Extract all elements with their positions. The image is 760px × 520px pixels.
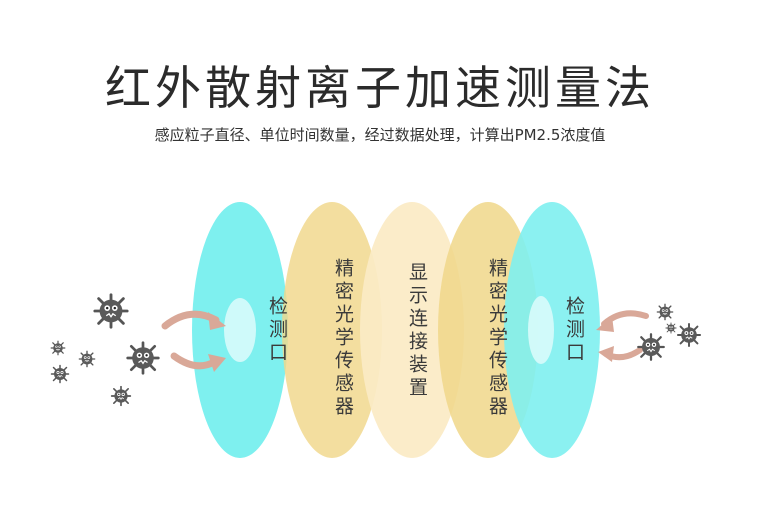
- arrow-left-icon: [598, 346, 614, 362]
- dust-particle-icon: [637, 333, 665, 361]
- detection-port-left-hole: [224, 298, 256, 362]
- optical-sensor-left: [282, 202, 382, 458]
- page-subtitle: 感应粒子直径、单位时间数量，经过数据处理，计算出PM2.5浓度值: [154, 126, 606, 144]
- dust-particle-icon: [78, 350, 96, 368]
- dust-particle-icon: [665, 322, 677, 334]
- dust-particle-icon: [50, 340, 66, 356]
- layer-label-detection-port-right: 检测口: [563, 296, 585, 365]
- dust-particle-icon: [656, 303, 674, 321]
- layer-label-detection-port-left: 检测口: [266, 296, 288, 365]
- layer-label-optical-sensor-left: 精密光学传感器: [332, 258, 354, 419]
- dust-particle-icon: [676, 322, 702, 348]
- arrow-right-icon: [208, 354, 226, 372]
- dust-particle-icon: [110, 385, 132, 407]
- dust-particle-icon: [126, 341, 160, 375]
- arrow-right-icon: [170, 352, 218, 370]
- detection-port-right-hole: [528, 296, 554, 364]
- layer-label-optical-sensor-right: 精密光学传感器: [486, 258, 508, 419]
- arrow-left-icon: [596, 316, 614, 332]
- arrow-right-icon: [208, 312, 226, 330]
- dust-particle-icon: [50, 364, 70, 384]
- page-title: 红外散射离子加速测量法: [105, 61, 655, 115]
- display-connection-device: [360, 202, 464, 458]
- layer-label-display-connection: 显示连接装置: [406, 262, 428, 400]
- dust-particle-icon: [93, 293, 129, 329]
